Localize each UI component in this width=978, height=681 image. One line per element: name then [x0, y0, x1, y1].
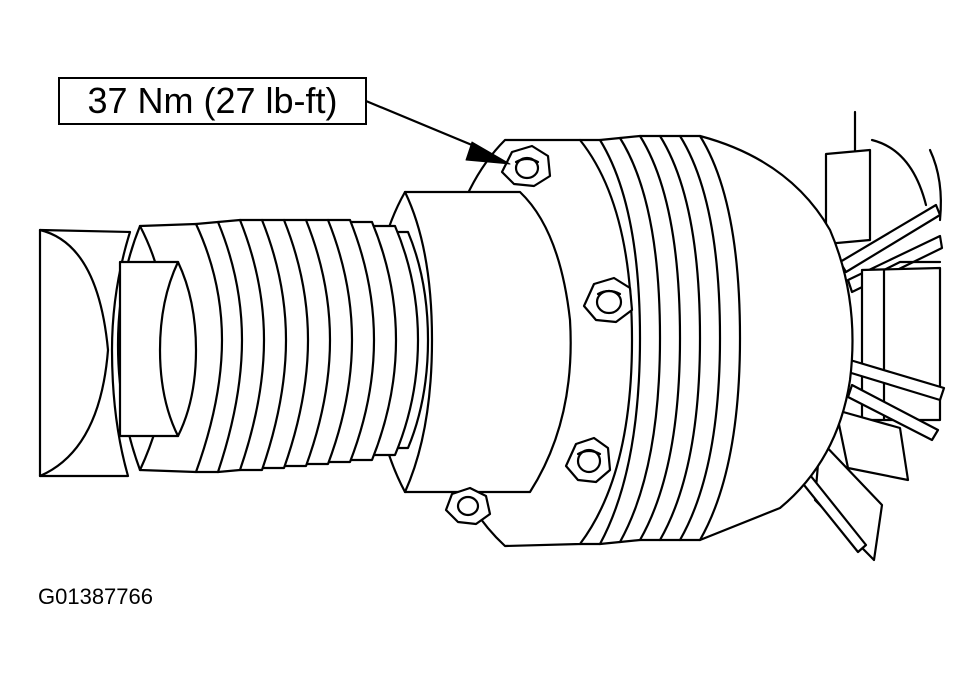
flange-bolt-upper-middle: [582, 276, 634, 324]
torque-callout-label: 37 Nm (27 lb-ft): [58, 77, 367, 125]
drive-tube: [38, 228, 198, 478]
fan-blades: [798, 110, 946, 562]
figure-id: G01387766: [38, 584, 153, 609]
flange-bolt-bottom: [444, 486, 492, 526]
flange-bolt-lower-middle: [564, 436, 612, 484]
callout-leader-arrow: [364, 99, 511, 165]
front-hub: [370, 190, 572, 494]
flange-bolt-top: [500, 144, 552, 188]
